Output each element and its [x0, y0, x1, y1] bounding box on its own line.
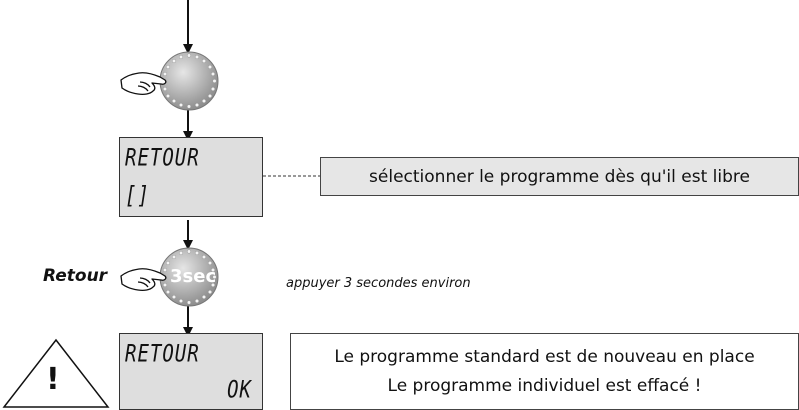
lcd-display-1: RETOUR []: [119, 137, 263, 217]
display-2-line2: OK: [227, 376, 252, 404]
press-caption: appuyer 3 secondes environ: [286, 276, 471, 291]
warning-exclamation: !: [46, 362, 60, 397]
lcd-display-2: RETOUR OK: [119, 333, 263, 410]
retour-label: Retour: [43, 266, 108, 286]
knob-duration-badge: 3sec: [170, 266, 217, 287]
instruction-text-2-line2: Le programme individuel est effacé !: [387, 375, 702, 396]
warning-icon: [2, 338, 110, 408]
display-1-line1: RETOUR: [125, 144, 200, 172]
rotary-knob-2[interactable]: [118, 246, 238, 310]
rotary-knob-1[interactable]: [118, 50, 238, 114]
pressing-hand-icon: [120, 72, 167, 96]
display-2-line1: RETOUR: [125, 340, 200, 368]
display-1-line2: []: [125, 182, 150, 210]
instruction-text-2-line1: Le programme standard est de nouveau en …: [334, 346, 755, 367]
pressing-hand-icon: [120, 268, 167, 292]
instruction-box-2: Le programme standard est de nouveau en …: [290, 333, 799, 410]
instruction-text-1: sélectionner le programme dès qu'il est …: [369, 166, 750, 187]
instruction-box-1: sélectionner le programme dès qu'il est …: [320, 157, 799, 196]
